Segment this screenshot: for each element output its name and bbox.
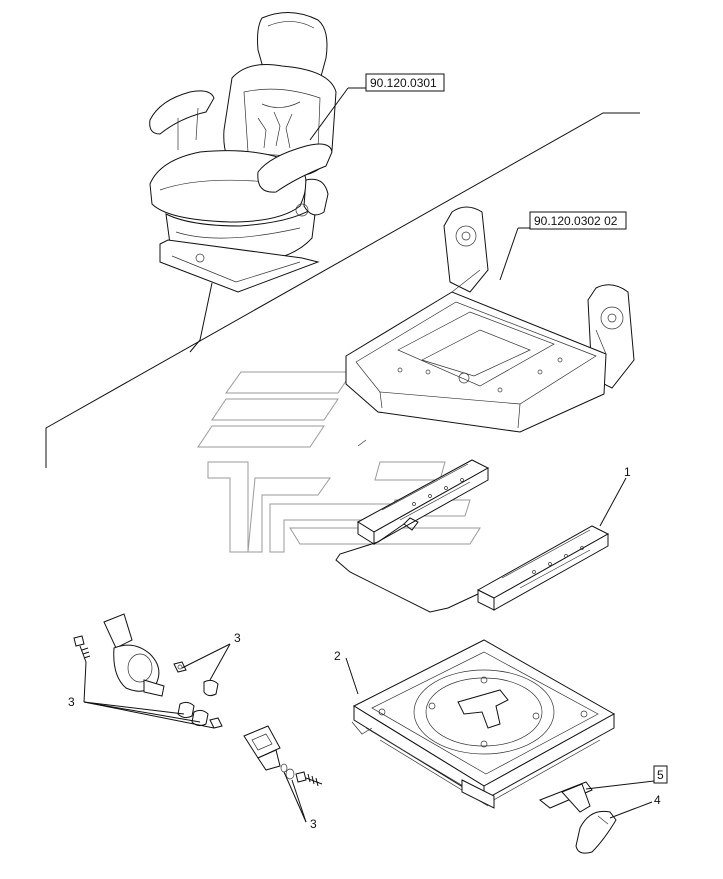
callout-label-2: 2 xyxy=(334,649,341,663)
seat-belt-buckle-drawing xyxy=(243,725,323,787)
callout-3-left: 3 xyxy=(68,661,215,729)
callout-3-top: 3 xyxy=(181,631,241,681)
callout-4: 4 xyxy=(609,793,661,819)
callout-label-3-bottom: 3 xyxy=(310,817,317,831)
seat-belt-left-drawing xyxy=(73,613,223,729)
ref-label-seat-frame: 90.120.0302 02 xyxy=(534,214,618,228)
ref-seat-assembly: 90.120.0301 xyxy=(309,73,445,141)
swivel-base-drawing xyxy=(351,639,616,809)
seat-frame-drawing xyxy=(345,206,635,433)
callout-3-bottom: 3 xyxy=(283,771,317,831)
callout-label-1: 1 xyxy=(624,465,631,479)
section-divider xyxy=(45,112,640,468)
callout-label-3-top: 3 xyxy=(234,631,241,645)
callout-2: 2 xyxy=(334,649,359,695)
callout-1: 1 xyxy=(599,465,631,527)
lever-5-drawing xyxy=(539,781,593,813)
seat-assembly-drawing xyxy=(149,12,337,293)
callout-label-3-left: 3 xyxy=(68,695,75,709)
callout-label-4: 4 xyxy=(654,793,661,807)
knob-4-drawing xyxy=(575,810,617,854)
ref-item-5: 5 xyxy=(585,765,668,790)
ref-seat-frame: 90.120.0302 02 xyxy=(499,211,627,281)
slide-rails-drawing xyxy=(335,439,610,613)
ref-label-seat-assembly: 90.120.0301 xyxy=(370,76,437,90)
ref-label-item-5: 5 xyxy=(657,768,664,782)
